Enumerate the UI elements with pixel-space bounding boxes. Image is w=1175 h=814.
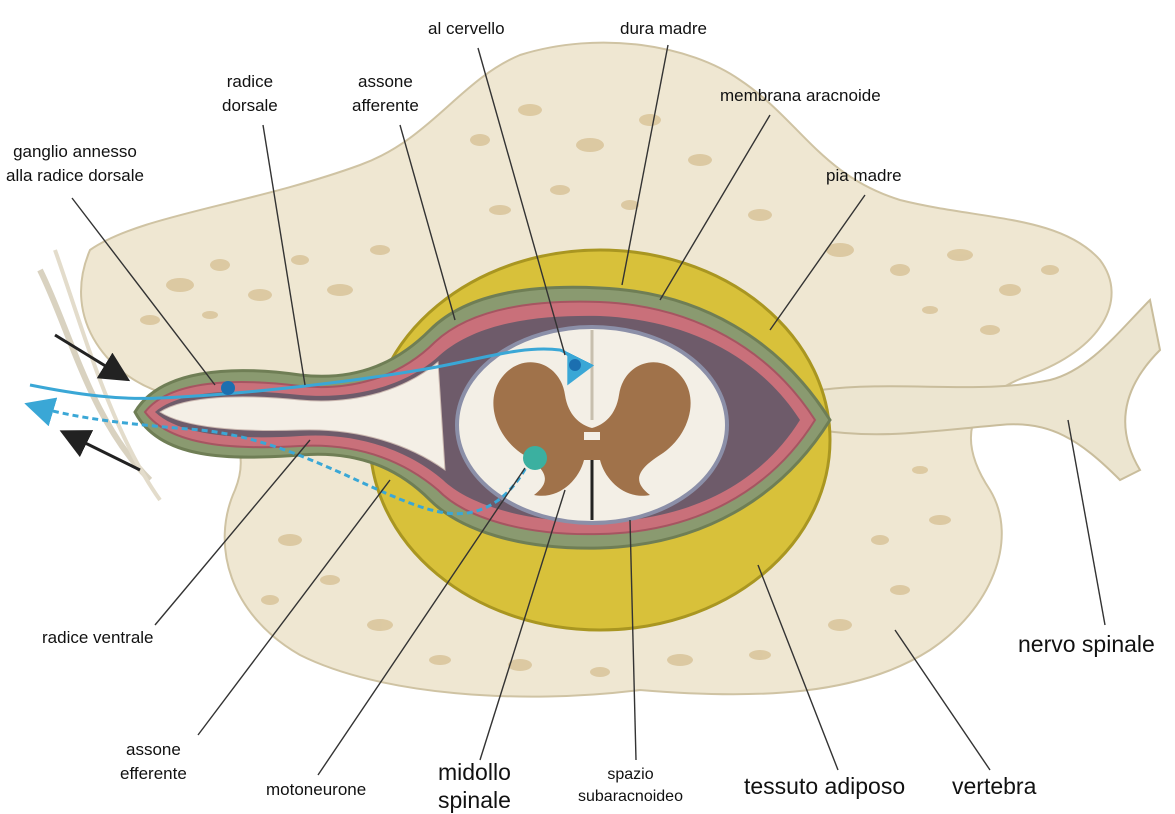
label-dura-madre: dura madre bbox=[620, 17, 707, 41]
label-pia-madre: pia madre bbox=[826, 164, 902, 188]
ganglio-cell bbox=[221, 381, 235, 395]
label-ganglio-line2: alla radice dorsale bbox=[6, 164, 144, 188]
label-nervo-spinale: nervo spinale bbox=[1018, 630, 1155, 658]
label-motoneurone: motoneurone bbox=[266, 778, 366, 802]
label-ganglio-line1: ganglio annesso bbox=[6, 140, 144, 164]
label-spazio-subaracnoideo: spazio subaracnoideo bbox=[578, 764, 683, 808]
label-radice-dorsale: radice dorsale bbox=[222, 70, 278, 118]
label-vertebra: vertebra bbox=[952, 772, 1036, 800]
label-midollo-spinale-line2: spinale bbox=[438, 786, 511, 814]
label-assone-efferente-line2: efferente bbox=[120, 762, 187, 786]
label-assone-afferente: assone afferente bbox=[352, 70, 419, 118]
label-al-cervello: al cervello bbox=[428, 17, 505, 41]
label-radice-ventrale: radice ventrale bbox=[42, 626, 154, 650]
label-spazio-line1: spazio bbox=[578, 764, 683, 786]
label-midollo-spinale-line1: midollo bbox=[438, 758, 511, 786]
label-assone-afferente-line2: afferente bbox=[352, 94, 419, 118]
label-tessuto-adiposo: tessuto adiposo bbox=[744, 772, 905, 800]
label-assone-afferente-line1: assone bbox=[352, 70, 419, 94]
label-spazio-line2: subaracnoideo bbox=[578, 786, 683, 808]
motoneurone-cell bbox=[523, 446, 547, 470]
label-assone-efferente-line1: assone bbox=[120, 738, 187, 762]
label-membrana-aracnoide: membrana aracnoide bbox=[720, 84, 881, 108]
label-radice-dorsale-line2: dorsale bbox=[222, 94, 278, 118]
label-midollo-spinale: midollo spinale bbox=[438, 758, 511, 814]
label-assone-efferente: assone efferente bbox=[120, 738, 187, 786]
label-ganglio: ganglio annesso alla radice dorsale bbox=[6, 140, 144, 188]
label-radice-dorsale-line1: radice bbox=[222, 70, 278, 94]
